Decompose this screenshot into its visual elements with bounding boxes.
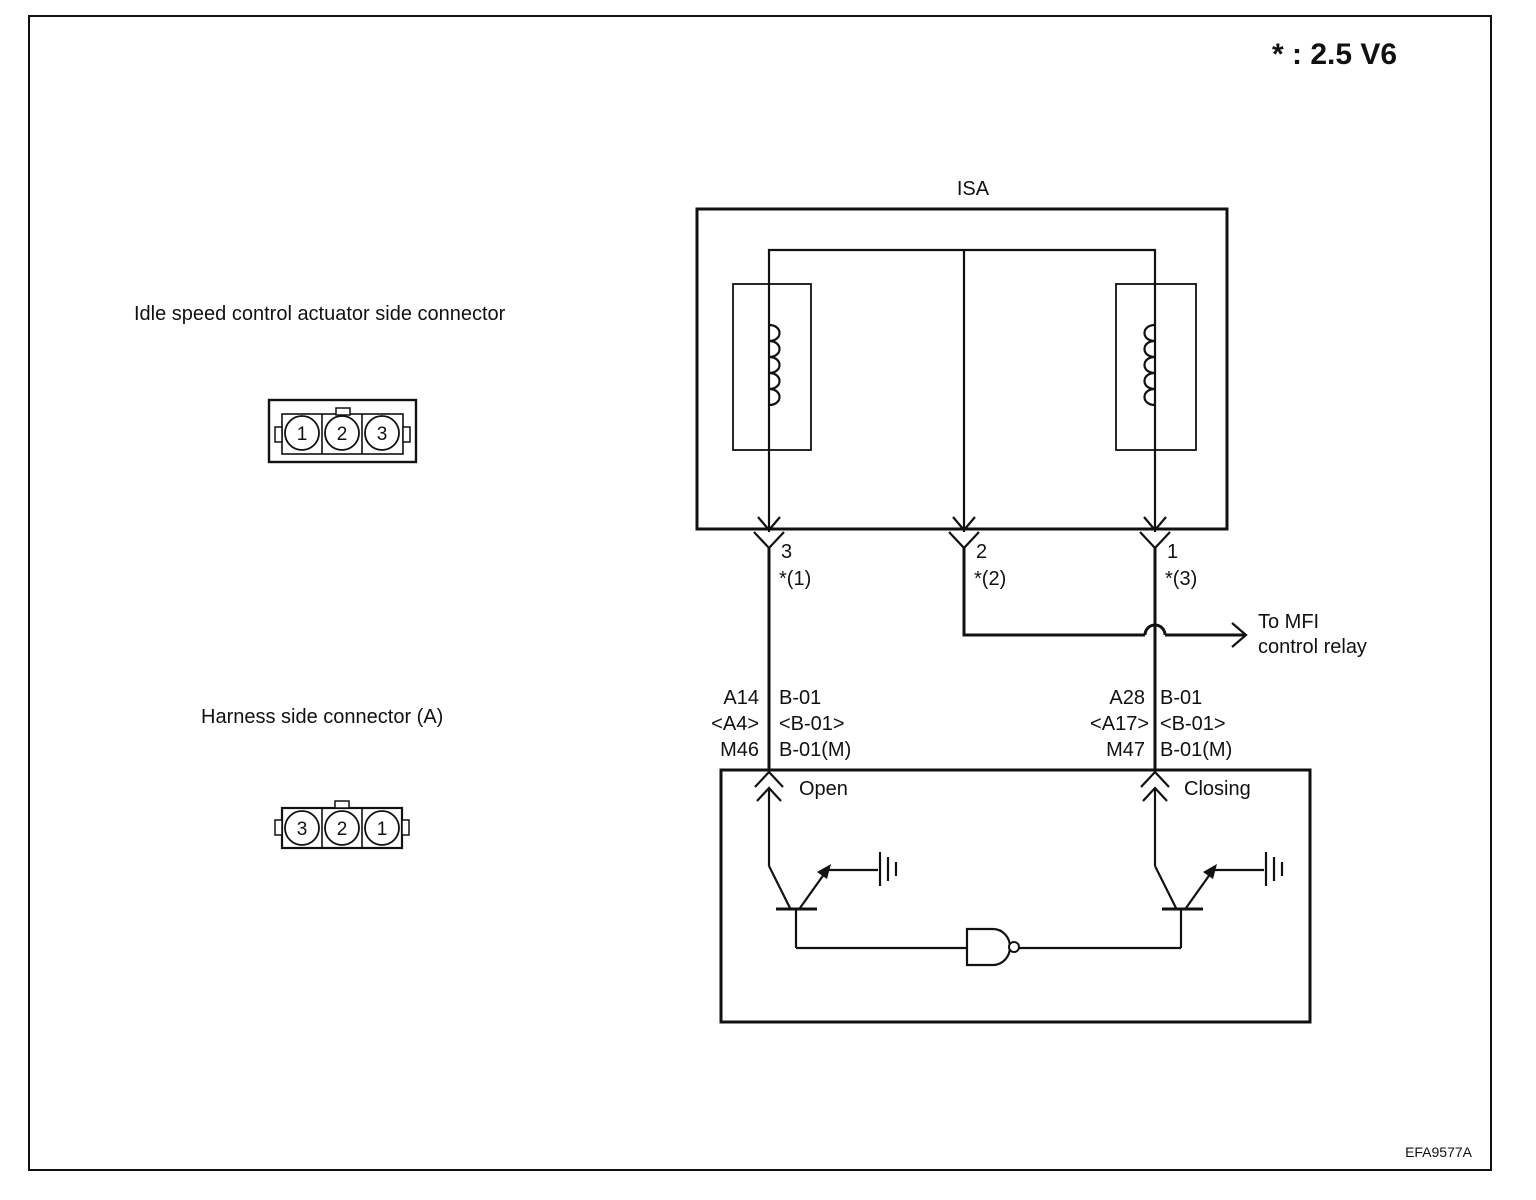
harness-pin-1: 1 — [377, 819, 388, 840]
transistor-open — [767, 788, 878, 948]
outer-frame — [28, 15, 1492, 1171]
actuator-pin-1: 1 — [297, 424, 308, 445]
harness-pin-3: 3 — [297, 819, 308, 840]
open-label: Open — [799, 778, 848, 800]
right-wire-connector-2: <B-01> — [1160, 713, 1226, 735]
isa-label: ISA — [957, 178, 990, 200]
harness-connector-title: Harness side connector (A) — [201, 706, 443, 728]
harness-connector: 3 2 1 — [274, 800, 410, 850]
left-wire-code-3: M46 — [720, 739, 759, 761]
right-wire-code-3: M47 — [1106, 739, 1145, 761]
closing-label: Closing — [1184, 778, 1251, 800]
relay-label-line1: To MFI — [1258, 611, 1319, 633]
isa-coil-right — [1115, 283, 1197, 451]
isa-terminal-right-alt: *(3) — [1165, 568, 1197, 590]
actuator-connector: 1 2 3 — [267, 398, 418, 464]
right-wire-connector-3: B-01(M) — [1160, 739, 1232, 761]
ground-icon-left — [878, 852, 898, 886]
isa-coil-left — [732, 283, 812, 451]
isa-terminal-middle-alt: *(2) — [974, 568, 1006, 590]
actuator-connector-title: Idle speed control actuator side connect… — [134, 303, 506, 325]
engine-note: * : 2.5 V6 — [1272, 38, 1397, 71]
transistor-closing — [1153, 788, 1264, 948]
figure-code: EFA9577A — [1405, 1144, 1473, 1160]
left-wire-code-2: <A4> — [711, 713, 759, 735]
right-wire-code-2: <A17> — [1090, 713, 1149, 735]
right-wire-connector-1: B-01 — [1160, 687, 1202, 709]
isa-box — [695, 207, 1229, 531]
left-wire-code-1: A14 — [723, 687, 759, 709]
isa-terminal-right-pin: 1 — [1167, 541, 1178, 563]
left-wire-connector-3: B-01(M) — [779, 739, 851, 761]
ecm-box — [719, 768, 1312, 1024]
inverter-gate-icon — [796, 927, 1181, 967]
actuator-pin-3: 3 — [377, 424, 388, 445]
actuator-pin-2: 2 — [337, 424, 348, 445]
left-wire-connector-1: B-01 — [779, 687, 821, 709]
isa-terminal-left-pin: 3 — [781, 541, 792, 563]
isa-terminal-middle-pin: 2 — [976, 541, 987, 563]
ground-icon-right — [1264, 852, 1284, 886]
left-wire-connector-2: <B-01> — [779, 713, 845, 735]
wire-relay — [962, 548, 1248, 648]
right-wire-code-1: A28 — [1109, 687, 1145, 709]
harness-pin-2: 2 — [337, 819, 348, 840]
isa-internal-wiring — [767, 248, 1157, 532]
relay-label-line2: control relay — [1258, 636, 1367, 658]
isa-terminal-left-alt: *(1) — [779, 568, 811, 590]
